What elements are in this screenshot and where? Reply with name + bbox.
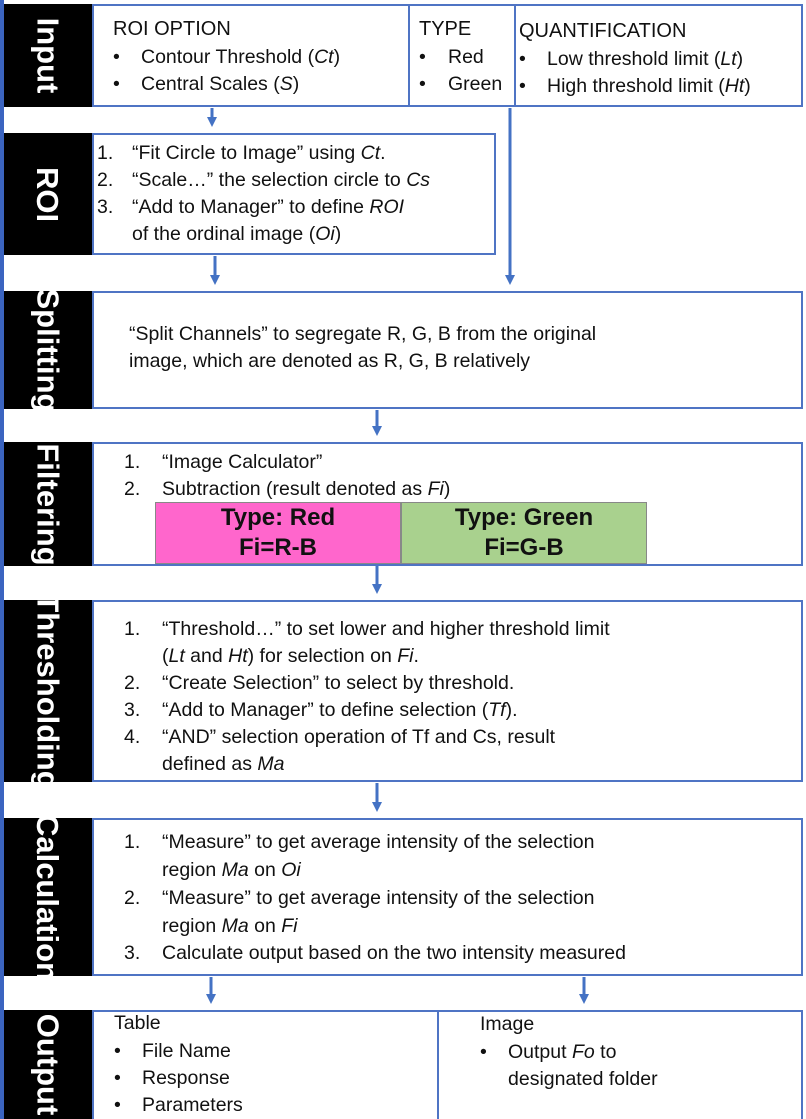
step-number: 1. xyxy=(124,451,141,473)
type-heading: TYPE xyxy=(419,18,472,40)
output-table-item-parameters: Parameters xyxy=(142,1094,243,1116)
thresholding-step-4-cont: defined as Ma xyxy=(162,753,285,775)
bullet: • xyxy=(113,46,120,68)
roi-step-2: “Scale…” the selection circle to Cs xyxy=(132,169,431,191)
type-item-green: Green xyxy=(448,73,503,95)
step-number: 2. xyxy=(97,169,114,191)
output-table-item-response: Response xyxy=(142,1067,230,1089)
roi-step-3: “Add to Manager” to define ROI xyxy=(132,196,405,218)
output-table-heading: Table xyxy=(114,1012,161,1034)
output-table-box: Table • File Name • Response • Parameter… xyxy=(92,1010,439,1119)
step-number: 3. xyxy=(124,699,141,721)
quantification-item-lt: Low threshold limit (Lt) xyxy=(547,48,744,70)
stage-label-input: Input xyxy=(4,4,92,107)
step-number: 2. xyxy=(124,672,141,694)
filter-cell-red: Type: Red Fi=R-B xyxy=(155,502,401,564)
output-image-heading: Image xyxy=(480,1013,535,1035)
input-roi-option-box: ROI OPTION • Contour Threshold (Ct) • Ce… xyxy=(92,4,410,107)
thresholding-step-1: “Threshold…” to set lower and higher thr… xyxy=(162,618,610,640)
input-quantification-box: QUANTIFICATION • Low threshold limit (Lt… xyxy=(514,4,803,107)
calculation-step-3: Calculate output based on the two intens… xyxy=(162,942,626,964)
step-number: 2. xyxy=(124,887,141,909)
bullet: • xyxy=(114,1094,121,1116)
roi-option-heading: ROI OPTION xyxy=(113,18,231,40)
output-table-item-filename: File Name xyxy=(142,1040,231,1062)
calculation-box: 1. “Measure” to get average intensity of… xyxy=(92,818,803,976)
step-number: 1. xyxy=(124,831,141,853)
thresholding-step-2: “Create Selection” to select by threshol… xyxy=(162,672,515,694)
step-number: 4. xyxy=(124,726,141,748)
splitting-line-2: image, which are denoted as R, G, B rela… xyxy=(129,350,531,372)
stage-label-output: Output xyxy=(4,1010,92,1119)
roi-box: 1. “Fit Circle to Image” using Ct. 2. “S… xyxy=(92,133,496,255)
bullet: • xyxy=(114,1040,121,1062)
thresholding-step-4: “AND” selection operation of Tf and Cs, … xyxy=(162,726,556,748)
step-number: 3. xyxy=(97,196,114,218)
filter-red-title: Type: Red xyxy=(220,504,336,531)
step-number: 1. xyxy=(124,618,141,640)
filter-cell-green: Type: Green Fi=G-B xyxy=(401,502,647,564)
bullet: • xyxy=(419,73,426,95)
roi-option-item-ct: Contour Threshold (Ct) xyxy=(141,46,341,68)
filter-green-title: Type: Green xyxy=(454,504,594,531)
roi-option-item-s: Central Scales (S) xyxy=(141,73,300,95)
output-image-item-fo-cont: designated folder xyxy=(508,1068,658,1090)
filtering-step-2: Subtraction (result denoted as Fi) xyxy=(162,478,451,500)
step-number: 2. xyxy=(124,478,141,500)
quantification-item-ht: High threshold limit (Ht) xyxy=(547,75,751,97)
stage-label-calculation: Calculation xyxy=(4,818,92,976)
stage-label-filtering: Filtering xyxy=(4,442,92,566)
calculation-step-1-cont: region Ma on Oi xyxy=(162,859,301,881)
bullet: • xyxy=(114,1067,121,1089)
bullet: • xyxy=(519,75,526,97)
step-number: 3. xyxy=(124,942,141,964)
calculation-step-2: “Measure” to get average intensity of th… xyxy=(162,887,595,909)
stage-label-splitting: Splitting xyxy=(4,291,92,409)
output-image-box: Image • Output Fo to designated folder xyxy=(437,1010,803,1119)
stage-label-roi: ROI xyxy=(4,133,92,255)
splitting-line-1: “Split Channels” to segregate R, G, B fr… xyxy=(129,323,597,345)
bullet: • xyxy=(519,48,526,70)
bullet: • xyxy=(480,1041,487,1063)
roi-step-1: “Fit Circle to Image” using Ct. xyxy=(132,142,386,164)
thresholding-step-1-cont: (Lt and Ht) for selection on Fi. xyxy=(162,645,419,667)
thresholding-box: 1. “Threshold…” to set lower and higher … xyxy=(92,600,803,782)
thresholding-step-3: “Add to Manager” to define selection (Tf… xyxy=(162,699,518,721)
type-item-red: Red xyxy=(448,46,484,68)
splitting-box: “Split Channels” to segregate R, G, B fr… xyxy=(92,291,803,409)
calculation-step-2-cont: region Ma on Fi xyxy=(162,915,298,937)
bullet: • xyxy=(113,73,120,95)
quantification-heading: QUANTIFICATION xyxy=(519,20,687,42)
left-accent-line xyxy=(0,0,4,1119)
filtering-step-1: “Image Calculator” xyxy=(162,451,323,473)
step-number: 1. xyxy=(97,142,114,164)
calculation-step-1: “Measure” to get average intensity of th… xyxy=(162,831,595,853)
filter-green-formula: Fi=G-B xyxy=(484,534,564,561)
bullet: • xyxy=(419,46,426,68)
roi-step-3-cont: of the ordinal image (Oi) xyxy=(132,223,342,245)
filter-red-formula: Fi=R-B xyxy=(239,534,317,561)
stage-label-thresholding: Thresholding xyxy=(4,600,92,782)
output-image-item-fo: Output Fo to xyxy=(508,1041,617,1063)
